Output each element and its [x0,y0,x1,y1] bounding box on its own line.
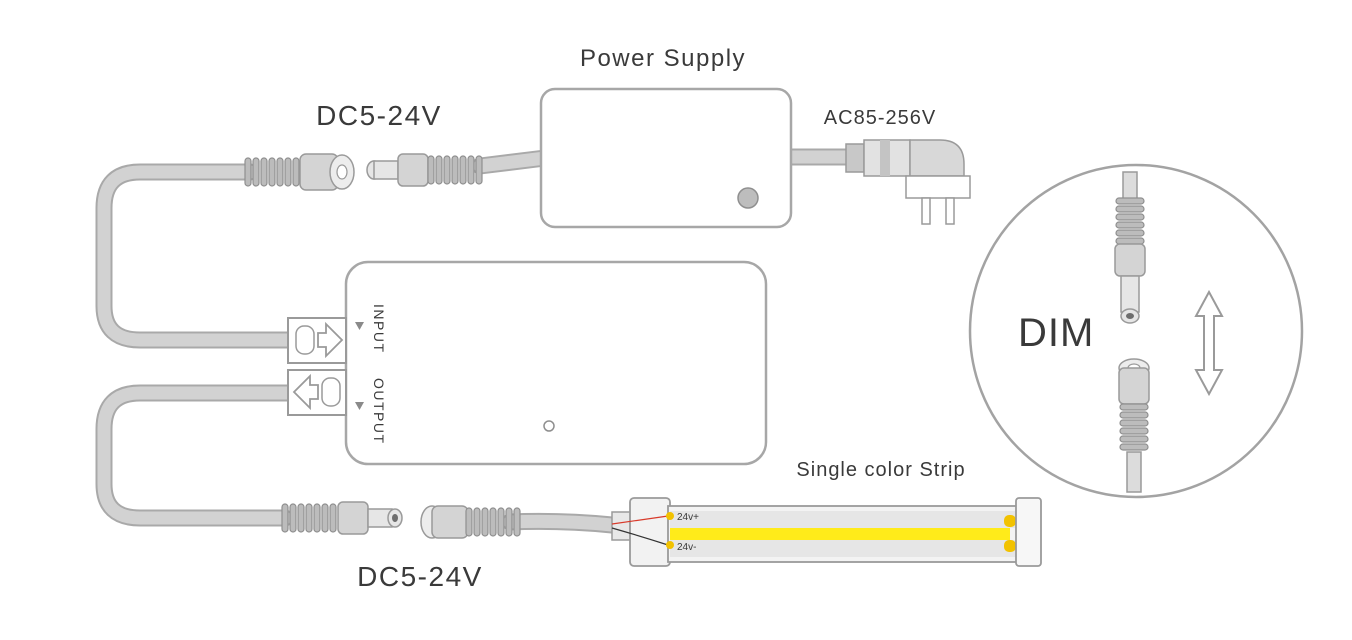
dc-top-label: DC5-24V [316,100,442,131]
power-supply: Power Supply [539,45,793,229]
ac-plug: AC85-256V [824,107,971,225]
dc-bottom-label: DC5-24V [357,561,483,592]
input-arrow-icon [317,321,344,359]
power-supply-indicator [737,187,759,209]
red-wire [611,515,669,525]
double-arrow-icon [1194,289,1224,397]
bottom-dc-connectors: DC5-24V [281,501,521,592]
top-dc-connectors: DC5-24V [244,100,483,191]
ac-voltage-label: AC85-256V [824,107,936,129]
strip-cable [503,514,619,532]
power-supply-label: Power Supply [580,45,746,72]
single-color-strip: Single color Strip 24v+ 24v- [611,459,1042,567]
dim-inset: DIM [968,163,1304,499]
strip-clip-connector [629,497,671,567]
output-cable-outline [95,384,301,527]
pad-plus-label: 24v+ [677,512,699,523]
input-port [287,317,347,364]
input-marker-icon [355,322,364,330]
dim-female-connector [1118,358,1150,493]
output-label: OUTPUT [371,378,387,445]
output-port [287,369,347,416]
output-cable [97,386,299,525]
output-arrow-icon [292,373,319,411]
strip-led-line [670,528,1010,540]
pad-minus [666,541,674,549]
black-wire [611,527,669,546]
input-cable-outline [95,163,301,349]
psu-dc-cable [473,151,552,173]
power-supply-box [539,87,793,229]
dim-male-connector [1114,171,1146,324]
top-male-dc-connector [366,153,483,187]
controller-box [344,260,768,466]
input-label: INPUT [371,304,387,354]
bottom-male-dc-connector [281,501,403,535]
dimmer-controller: INPUT OUTPUT [287,260,768,466]
dim-circle [968,163,1304,499]
output-marker-icon [355,402,364,410]
pad-plus [666,512,674,520]
pad-minus-label: 24v- [677,542,696,553]
dim-label: DIM [1018,311,1094,355]
bottom-female-dc-connector [420,505,521,539]
top-female-dc-connector [244,153,355,191]
input-cable [97,165,299,347]
controller-button [543,420,555,432]
strip-end-cap [1015,497,1042,567]
strip-label: Single color Strip [796,459,965,481]
cables [95,148,857,534]
